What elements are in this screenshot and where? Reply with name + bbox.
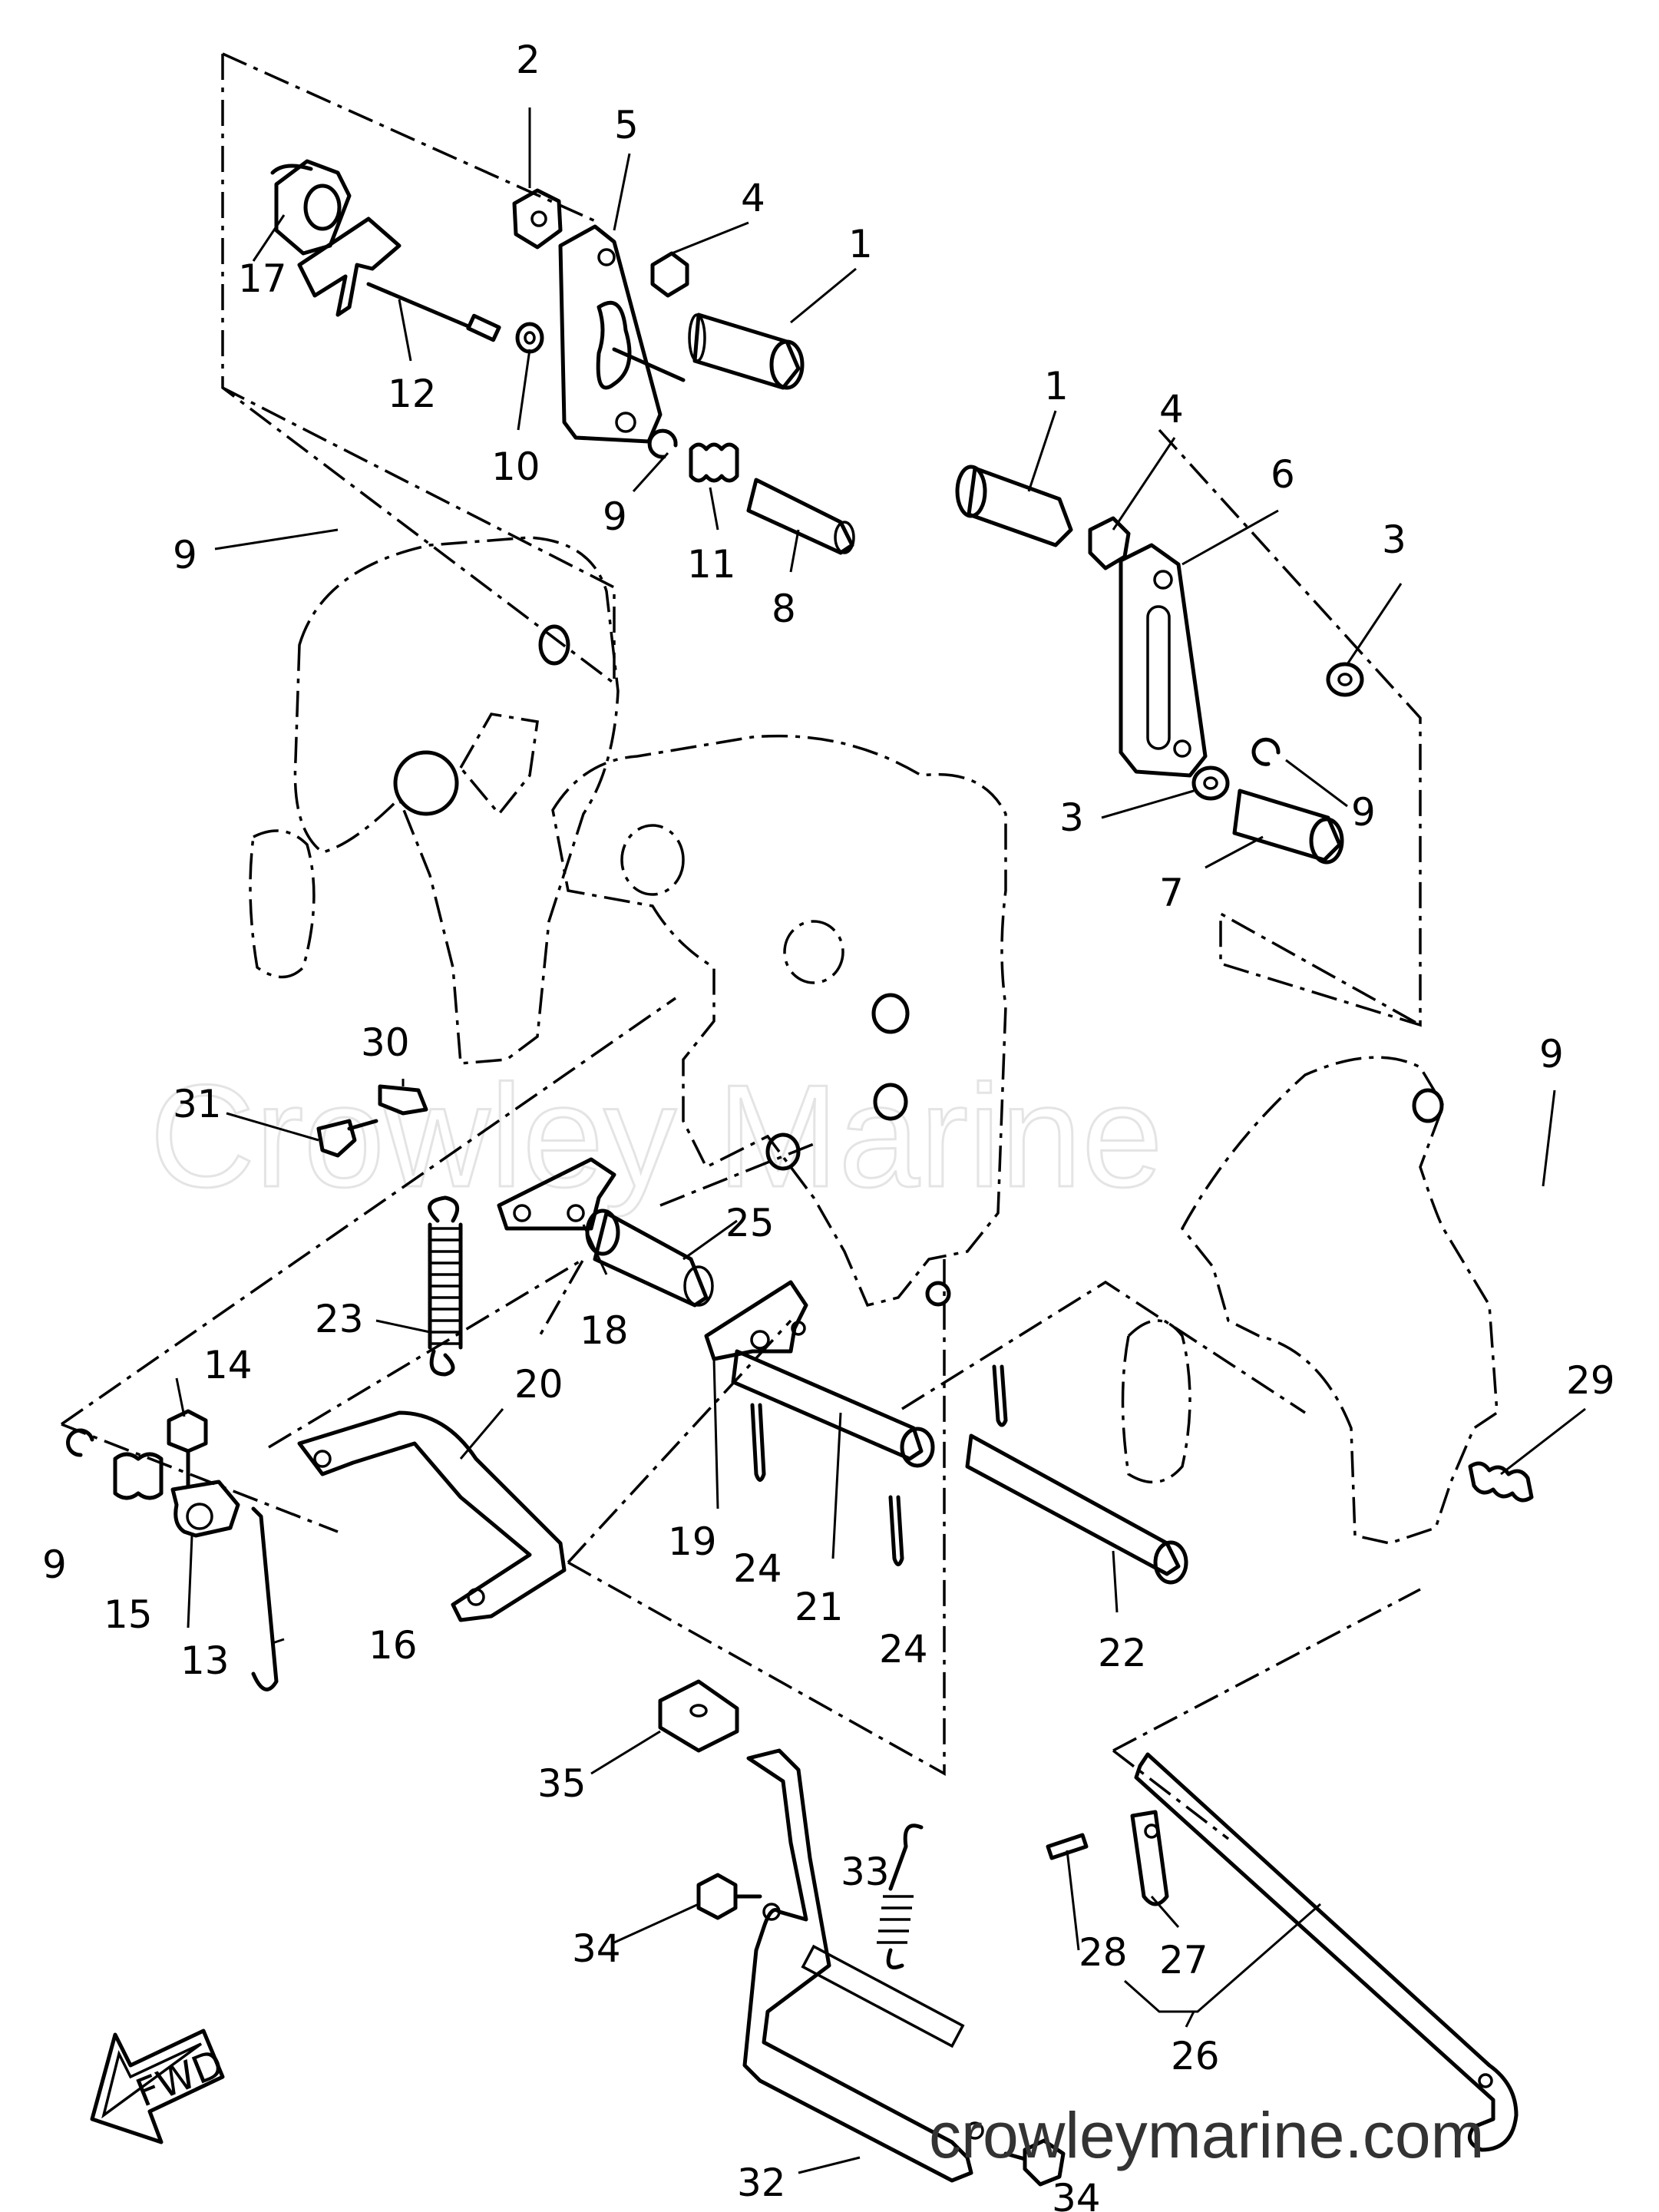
callout-13: 13 xyxy=(180,1638,230,1683)
circlip-9-right xyxy=(1251,737,1281,766)
spring-23 xyxy=(428,1195,463,1377)
pin-7 xyxy=(1232,789,1344,865)
callout-9: 9 xyxy=(603,494,627,539)
spring-11 xyxy=(689,442,739,483)
shaft-1-upper xyxy=(688,312,805,390)
assembly-lines xyxy=(61,52,1422,1840)
spring-29 xyxy=(1468,1461,1534,1503)
tilt-handle-assembly xyxy=(274,159,501,342)
callout-4: 4 xyxy=(741,176,765,220)
rod-26 xyxy=(1134,1752,1519,2152)
callout-25: 25 xyxy=(725,1201,775,1245)
callout-labels: 2 5 4 1 17 12 10 9 11 8 9 1 4 6 3 3 9 7 … xyxy=(42,38,1615,2212)
shaft-22 xyxy=(965,1364,1188,1585)
circlip-9-lower-left xyxy=(66,1428,94,1457)
clamp-bracket-right xyxy=(1121,1056,1499,1545)
bracket-plate-left xyxy=(558,224,686,444)
washer-3-upper xyxy=(1326,662,1364,697)
fwd-label: FWD xyxy=(130,2041,230,2115)
leader-lines xyxy=(175,107,1586,2174)
pipe-25 xyxy=(585,1208,714,1308)
circlip-9-upper xyxy=(647,428,678,459)
callout-26: 26 xyxy=(1171,2034,1220,2078)
callout-9-left: 9 xyxy=(173,533,197,577)
lever-20 xyxy=(297,1410,567,1622)
callout-6: 6 xyxy=(1271,452,1295,497)
callout-22: 22 xyxy=(1098,1631,1147,1675)
block-35 xyxy=(658,1679,739,1753)
washer-3-lower xyxy=(1191,765,1230,801)
callout-34-lower: 34 xyxy=(1052,2176,1101,2212)
callout-1-right: 1 xyxy=(1044,364,1069,408)
callout-2: 2 xyxy=(516,38,540,82)
callout-30: 30 xyxy=(361,1020,410,1065)
bracket-13 xyxy=(170,1480,240,1538)
tilt-support-32 xyxy=(742,1748,984,2183)
bracket-plate-right xyxy=(1119,543,1208,778)
plate-27 xyxy=(1130,1810,1169,1906)
link-plate-19 xyxy=(704,1280,808,1361)
callout-20: 20 xyxy=(514,1362,563,1407)
clip-nut-upper xyxy=(650,251,689,298)
fwd-arrow-icon: FWD xyxy=(90,2028,230,2144)
callout-28: 28 xyxy=(1079,1930,1128,1975)
site-url: crowleymarine.com xyxy=(929,2099,1485,2171)
callout-1: 1 xyxy=(848,222,873,266)
callout-18: 18 xyxy=(580,1308,629,1353)
callout-14: 14 xyxy=(203,1343,253,1387)
callout-34: 34 xyxy=(572,1926,621,1971)
callout-8: 8 xyxy=(772,587,796,631)
grip-17 xyxy=(270,164,313,175)
callout-5: 5 xyxy=(614,103,639,147)
callout-24-lower: 24 xyxy=(879,1627,928,1671)
washer xyxy=(515,322,544,354)
callout-19: 19 xyxy=(668,1519,717,1564)
callout-17: 17 xyxy=(238,256,287,301)
callout-29: 29 xyxy=(1566,1358,1615,1403)
spring-15 xyxy=(113,1452,164,1500)
cotter-pin-24-b xyxy=(888,1495,904,1566)
callout-9-far-right: 9 xyxy=(1539,1032,1564,1076)
bolt-14 xyxy=(167,1409,208,1488)
shaft-21 xyxy=(731,1349,935,1468)
callout-3-lower: 3 xyxy=(1059,795,1084,840)
screw-31 xyxy=(316,1119,378,1158)
callout-32: 32 xyxy=(737,2161,786,2205)
clamp-bracket-left xyxy=(249,536,620,1065)
spring-33 xyxy=(877,1823,924,1969)
shaft-1-right xyxy=(955,465,1073,547)
pin-28 xyxy=(1046,1833,1089,1860)
callout-27: 27 xyxy=(1159,1938,1208,1982)
callout-10: 10 xyxy=(491,445,540,489)
callout-12: 12 xyxy=(388,372,437,416)
callout-9-lower-left: 9 xyxy=(42,1542,67,1587)
cotter-pin-24-a xyxy=(750,1403,766,1482)
callout-15: 15 xyxy=(104,1592,153,1637)
callout-35: 35 xyxy=(537,1761,587,1806)
callout-23: 23 xyxy=(315,1297,364,1341)
bolt-34-upper xyxy=(696,1873,762,1920)
lock-block xyxy=(512,188,563,250)
callout-9-right: 9 xyxy=(1351,790,1376,835)
callout-16: 16 xyxy=(368,1623,418,1668)
callout-11: 11 xyxy=(687,542,736,587)
callout-31: 31 xyxy=(173,1082,222,1126)
swivel-bracket xyxy=(551,734,1007,1308)
callout-33: 33 xyxy=(841,1850,890,1894)
clip-30 xyxy=(378,1084,428,1116)
rod-16 xyxy=(251,1506,279,1691)
callout-4-right: 4 xyxy=(1159,387,1184,431)
bolt-34-lower xyxy=(1003,2138,1066,2187)
pin-8 xyxy=(746,478,855,555)
watermark: Crowley Marine xyxy=(150,1055,1163,1218)
callout-24: 24 xyxy=(733,1546,782,1591)
callout-7: 7 xyxy=(1159,871,1184,915)
callout-3: 3 xyxy=(1382,517,1406,562)
callout-21: 21 xyxy=(795,1585,844,1629)
